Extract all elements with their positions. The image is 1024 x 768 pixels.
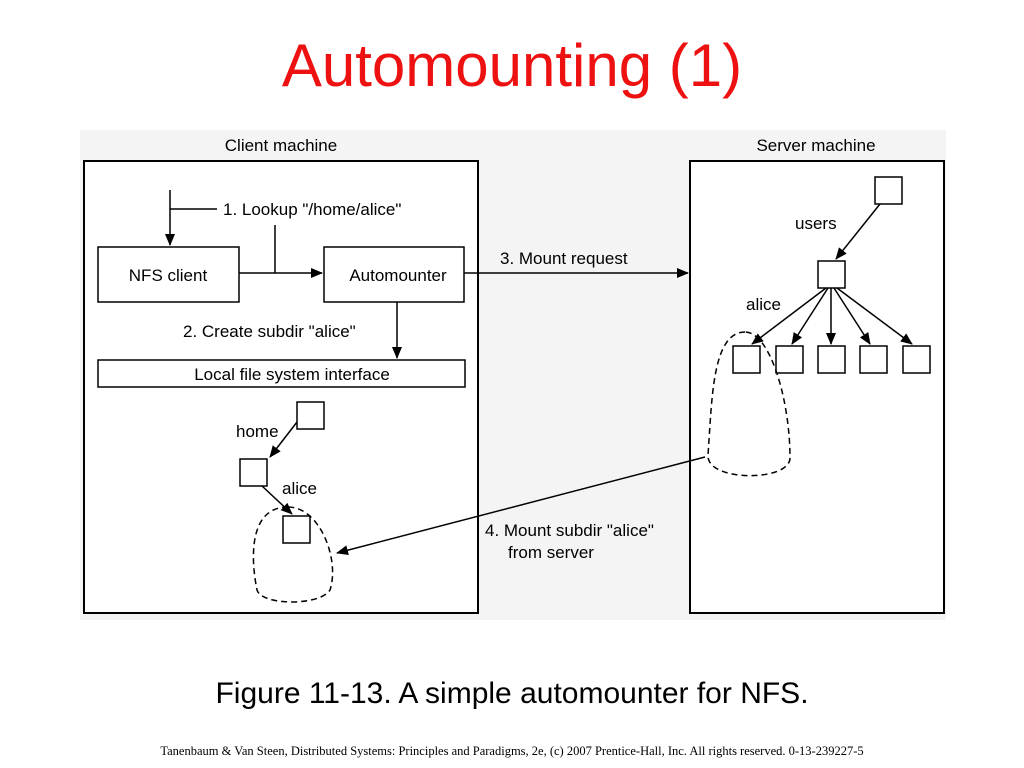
mount-subdir-arrow [336,456,706,556]
step3-mount-request-label: 3. Mount request [500,249,628,268]
server-machine-frame [689,160,945,614]
automounter-diagram: Client machine Server machine NFS client… [80,130,946,620]
client-home-edge [269,421,298,458]
client-mount-region [252,506,334,603]
server-user-node-4 [859,345,888,374]
server-users-label: users [795,214,837,233]
nfs-client-label: NFS client [129,266,208,285]
server-users-edge [835,203,881,260]
client-alice-node [282,515,311,544]
automounter-label: Automounter [349,266,447,285]
server-user-node-3 [817,345,846,374]
server-alice-node [732,345,761,374]
server-user-node-5 [902,345,931,374]
server-edge-alice [751,287,827,345]
copyright-footer: Tanenbaum & Van Steen, Distributed Syste… [160,744,864,758]
server-root-node [874,176,903,205]
local-fs-interface-box [97,359,466,388]
server-alice-label: alice [746,295,781,314]
step4-line1: 4. Mount subdir "alice" [485,521,654,540]
server-user-node-2 [775,345,804,374]
server-users-node [817,260,846,289]
step1-lookup-label: 1. Lookup "/home/alice" [223,200,401,219]
server-edge-4 [833,287,871,345]
client-alice-label: alice [282,479,317,498]
local-fs-interface-label: Local file system interface [194,365,390,384]
client-machine-label: Client machine [225,136,337,155]
step4-line2: from server [508,543,594,562]
client-alice-edge [261,485,293,515]
server-export-region [707,331,791,477]
automounter-box [323,246,465,303]
step4-mount-subdir-label: 4. Mount subdir "alice" from server [485,521,659,562]
server-edge-2 [791,287,829,345]
nfs-client-box [97,246,240,303]
client-root-node [296,401,325,430]
client-home-node [239,458,268,487]
figure-caption: Figure 11-13. A simple automounter for N… [215,677,809,710]
client-home-label: home [236,422,279,441]
server-machine-label: Server machine [756,136,875,155]
slide-title: Automounting (1) [281,32,743,99]
step2-create-subdir-label: 2. Create subdir "alice" [183,322,356,341]
server-edge-5 [836,287,913,345]
